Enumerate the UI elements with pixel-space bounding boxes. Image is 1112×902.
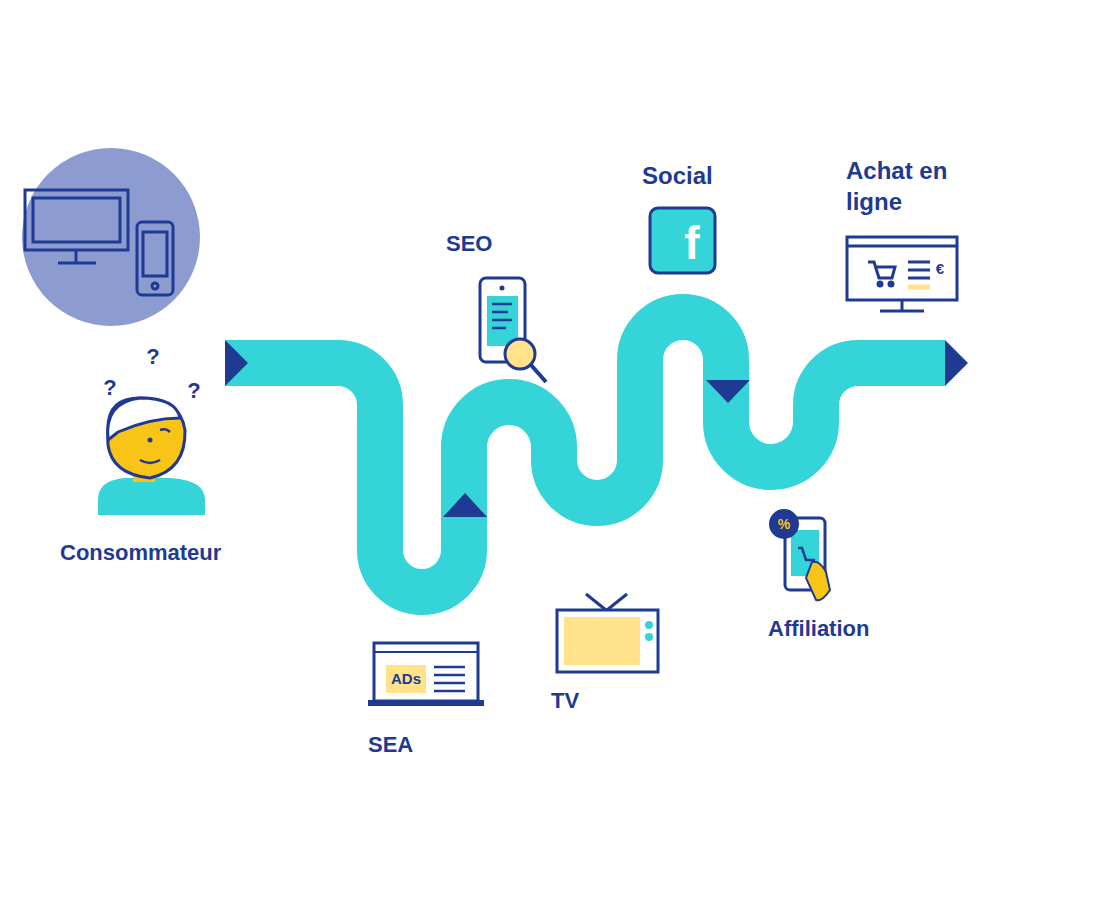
consumer-figure xyxy=(98,398,205,515)
channel-label: Affiliation xyxy=(768,616,869,642)
seo-icon xyxy=(480,278,546,382)
channel-label: Achat en ligne xyxy=(846,155,976,217)
road-marker xyxy=(443,493,487,517)
question-mark: ? xyxy=(103,375,116,401)
channel-label: SEO xyxy=(446,231,492,257)
road-marker xyxy=(706,380,750,403)
consumer-label: Consommateur xyxy=(60,540,221,566)
affiliation-icon xyxy=(769,509,830,600)
sea-laptop-icon xyxy=(368,643,484,706)
devices-icon xyxy=(25,190,173,295)
channel-label: SEA xyxy=(368,732,413,758)
end-arrow xyxy=(945,340,968,386)
percent-sign: % xyxy=(778,516,790,533)
devices-circle xyxy=(22,148,200,326)
start-marker xyxy=(225,340,248,386)
tv-icon xyxy=(557,594,658,672)
ad-badge-text: ADs xyxy=(391,670,421,688)
facebook-letter: f xyxy=(684,216,699,271)
question-mark: ? xyxy=(187,378,200,404)
question-mark: ? xyxy=(146,344,159,370)
journey-road xyxy=(225,317,945,592)
channel-label: TV xyxy=(551,688,579,714)
channel-label: Social xyxy=(642,162,713,191)
facebook-icon xyxy=(650,208,715,273)
euro-sign: € xyxy=(936,260,944,278)
shop-monitor-icon xyxy=(847,237,957,311)
